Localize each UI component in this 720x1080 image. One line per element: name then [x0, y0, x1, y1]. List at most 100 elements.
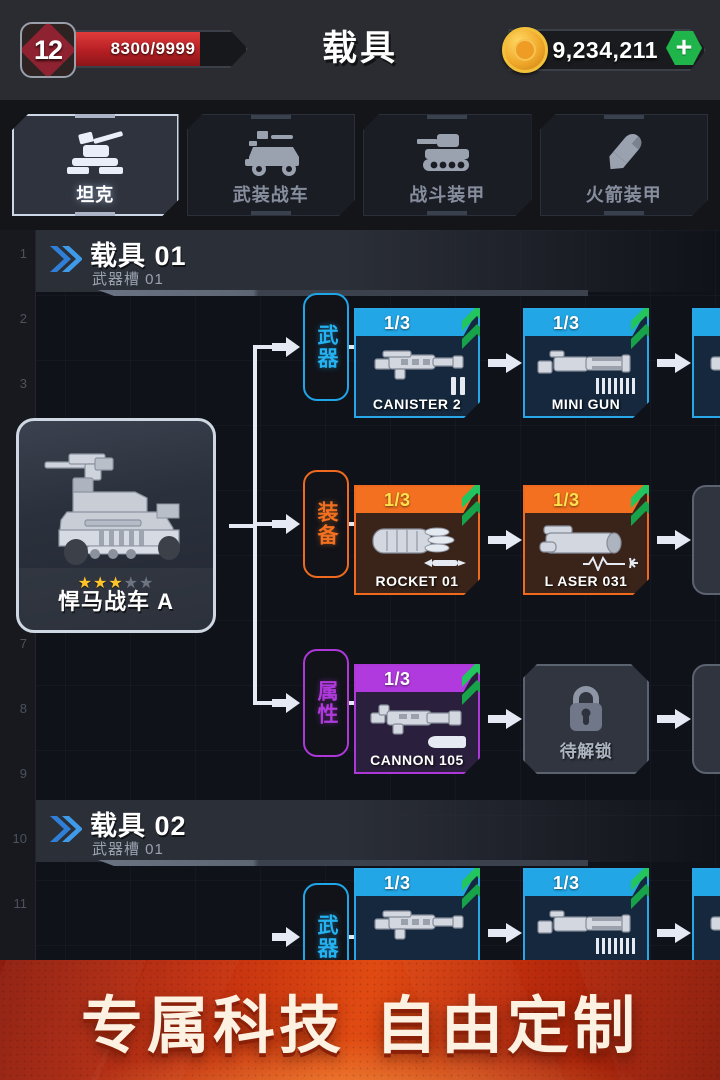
tab-rocket-armor[interactable]: 火箭装甲 — [540, 114, 709, 216]
tab-notch-bottom — [604, 211, 644, 215]
category-tag-label: 武器 — [315, 914, 338, 960]
row-number: 1 — [19, 246, 27, 261]
star-empty: ★ — [139, 575, 155, 592]
vehicle-star-rating: ★★★★★ — [19, 573, 213, 593]
tab-notch-bottom — [75, 212, 115, 216]
item-name: CANISTER 2 — [372, 396, 462, 412]
arrow-right-icon — [488, 353, 522, 373]
category-tag-equipment[interactable]: 装备 — [303, 470, 349, 578]
item-node-s2-canister[interactable]: 1/3 — [354, 868, 480, 960]
page-title: 载具 — [321, 29, 398, 68]
arrow-right-icon — [657, 709, 691, 729]
bullet-row-icon — [595, 936, 637, 956]
item-count: 1/3 — [384, 872, 411, 893]
tab-battle-tank[interactable]: 战斗装甲 — [363, 114, 532, 216]
tab-notch-top — [427, 115, 467, 119]
banner-text: 专属科技 自由定制 — [0, 960, 720, 1080]
promo-banner: 专属科技 自由定制 — [0, 960, 720, 1080]
section-title: 载具 01 — [90, 241, 187, 271]
row-number: 7 — [19, 636, 27, 651]
shell-icon — [426, 732, 470, 752]
rocket-pod-icon — [356, 511, 478, 569]
connector-line — [253, 701, 279, 705]
tab-notch-top — [251, 115, 291, 119]
row-number: 11 — [13, 896, 28, 911]
star-filled: ★ — [77, 575, 93, 592]
xp-bar-fill — [70, 32, 200, 66]
category-tag-label: 装备 — [315, 501, 338, 547]
item-name: 待解锁 — [559, 742, 613, 761]
battle-tank-icon — [411, 123, 483, 177]
banner-line-a: 专属科技 — [80, 992, 345, 1061]
tab-battle-tank-label: 战斗装甲 — [409, 185, 486, 205]
arrow-right-icon — [272, 927, 300, 947]
tab-armored-car[interactable]: 武装战车 — [187, 114, 356, 216]
chevron-right-icon — [50, 816, 82, 842]
add-currency-button[interactable] — [666, 31, 702, 65]
arrow-right-icon — [488, 530, 522, 550]
vehicle-section-01: 载具 01 武器槽 01 — [36, 230, 720, 296]
canister-gun-icon — [356, 894, 478, 952]
vehicle-section-02: 载具 02 武器槽 01 — [36, 800, 720, 866]
coin-amount: 9,234,211 — [552, 36, 658, 63]
item-node-cannon105[interactable]: 1/3 CANNON 105 — [354, 664, 480, 774]
level-badge[interactable]: 12 — [19, 21, 77, 79]
category-tag-weapon[interactable]: 武器 — [303, 883, 349, 960]
chevron-right-icon — [50, 246, 82, 272]
tank-icon — [59, 123, 131, 177]
section-header: 载具 02 武器槽 01 — [36, 800, 720, 866]
vehicle-name: 悍马战车 A — [57, 589, 174, 614]
vehicle-card[interactable]: ★★★★★ 悍马战车 A — [16, 418, 216, 633]
item-node-empty[interactable] — [692, 664, 720, 774]
arrow-right-icon — [488, 709, 522, 729]
item-node-s2-minigun[interactable]: 1/3 — [523, 868, 649, 960]
item-node-laser031[interactable]: 1/3 L ASER 031 — [523, 485, 649, 595]
top-bar: 12 8300/9999 载具 9,234,211 — [0, 0, 720, 100]
star-empty: ★ — [123, 575, 140, 592]
tab-tank-label: 坦克 — [76, 185, 115, 205]
item-name: MINI GUN — [551, 396, 621, 412]
star-filled: ★ — [108, 575, 124, 592]
arrow-right-icon — [657, 923, 691, 943]
item-node-rocket01[interactable]: 1/3 ROCKET 01 — [354, 485, 480, 595]
armored-car-icon — [235, 123, 307, 177]
missile-icon — [422, 553, 468, 573]
upgrade-tree-scroll-area[interactable]: 1 2 3 4 5 6 7 8 9 10 11 载具 01 武器槽 01 — [0, 230, 720, 960]
item-name: CANNON 105 — [370, 752, 464, 768]
item-count: 1/3 — [384, 668, 411, 689]
laser-beam-icon — [581, 553, 641, 573]
item-node-minigun[interactable]: 1/3 MINI GUN — [523, 308, 649, 418]
item-node-locked[interactable]: 待解锁 — [523, 664, 649, 774]
arrow-right-icon — [272, 337, 300, 357]
currency-display[interactable]: 9,234,211 — [502, 22, 706, 78]
item-node-s2-next[interactable]: 1 — [692, 868, 720, 960]
humvee-icon — [19, 427, 213, 572]
row-number: 8 — [19, 701, 27, 716]
banner-halftone — [0, 960, 720, 1080]
item-node-canister2[interactable]: 1/3 CANISTER 2 — [354, 308, 480, 418]
level-number: 12 — [33, 34, 63, 65]
item-count: 1/3 — [553, 872, 580, 893]
arrow-right-icon — [488, 923, 522, 943]
xp-bar: 8300/9999 — [68, 30, 248, 68]
connector-line — [253, 345, 279, 349]
category-tag-attribute[interactable]: 属性 — [303, 649, 349, 757]
banner-line-b: 自由定制 — [375, 992, 640, 1061]
arrow-right-icon — [657, 353, 691, 373]
item-count: 1/3 — [553, 489, 580, 510]
bullet-row-icon — [595, 376, 637, 396]
item-node-next-weapon[interactable]: 1/3 — [692, 308, 720, 418]
item-count-banner: 1/3 — [525, 310, 647, 336]
item-count-banner: 1/3 — [694, 310, 720, 336]
tab-notch-top — [75, 114, 115, 118]
item-count-banner: 1/3 — [356, 870, 478, 896]
item-count: 1/3 — [384, 312, 411, 333]
item-node-empty[interactable] — [692, 485, 720, 595]
row-number: 9 — [19, 766, 27, 781]
tab-notch-bottom — [251, 211, 291, 215]
section-subtitle: 武器槽 01 — [92, 841, 164, 858]
category-tag-weapon[interactable]: 武器 — [303, 293, 349, 401]
tab-tank[interactable]: 坦克 — [12, 114, 179, 216]
item-name: L ASER 031 — [544, 573, 628, 589]
